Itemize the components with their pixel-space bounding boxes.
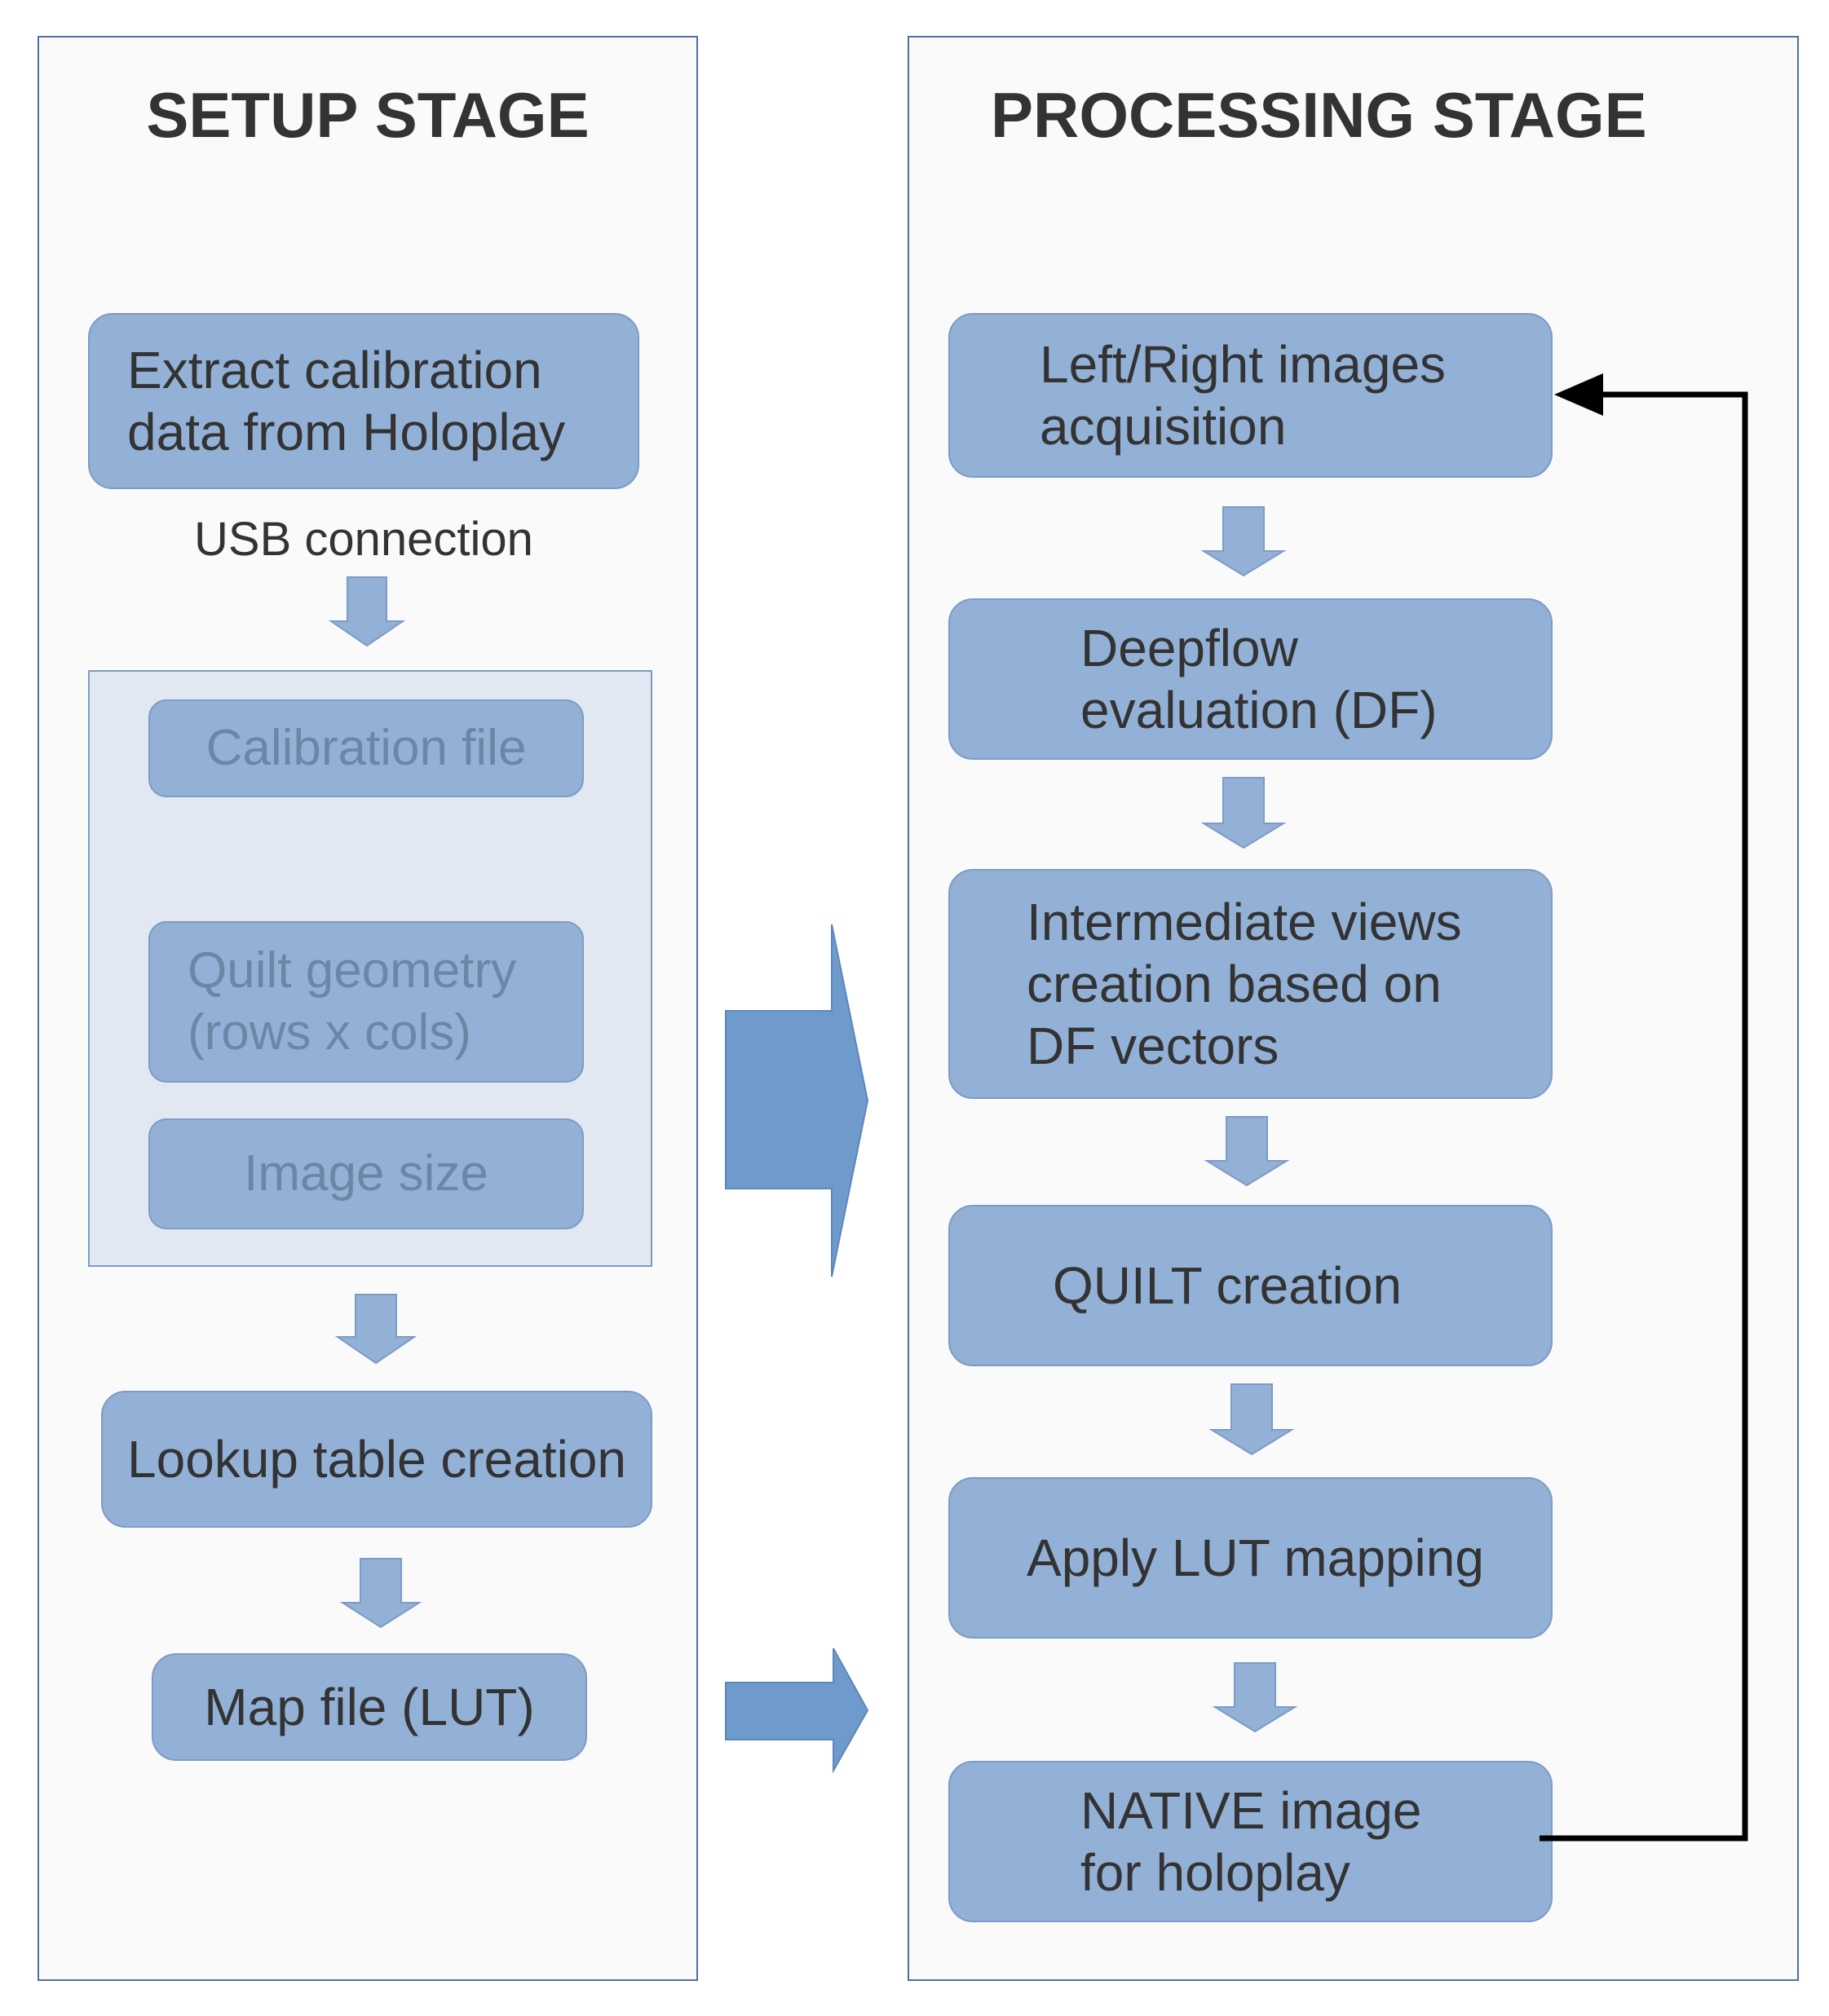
step-image-acquisition: Left/Right images acquisition	[948, 313, 1553, 478]
down-arrow-step-1-to-2	[1200, 506, 1287, 577]
processing-stage-title: PROCESSING STAGE	[991, 79, 1647, 151]
step-image-acquisition-label: Left/Right images acquisition	[1040, 335, 1447, 456]
calibration-file-box: Calibration file	[148, 699, 584, 797]
step-quilt-creation-label: QUILT creation	[1053, 1256, 1403, 1315]
map-file-label: Map file (LUT)	[204, 1678, 535, 1736]
extract-calibration-box: Extract calibration data from Holoplay	[88, 313, 639, 489]
step-deepflow-evaluation-label: Deepflow evaluation (DF)	[1080, 619, 1438, 739]
lookup-table-label: Lookup table creation	[127, 1430, 626, 1489]
down-arrow-step-5-to-6	[1212, 1662, 1298, 1733]
extract-calibration-label: Extract calibration data from Holoplay	[127, 341, 566, 461]
quilt-geometry-box: Quilt geometry (rows x cols)	[148, 921, 584, 1083]
down-arrow-lookup-to-map	[339, 1558, 422, 1629]
down-arrow-step-2-to-3	[1200, 777, 1287, 849]
down-arrow-step-3-to-4	[1204, 1116, 1290, 1187]
step-deepflow-evaluation: Deepflow evaluation (DF)	[948, 598, 1553, 760]
arrow-map-file-to-processing	[725, 1648, 869, 1774]
lookup-table-box: Lookup table creation	[101, 1391, 652, 1528]
map-file-box: Map file (LUT)	[152, 1653, 587, 1761]
image-size-label: Image size	[244, 1145, 488, 1202]
step-native-image-label: NATIVE image for holoplay	[1080, 1781, 1422, 1902]
down-arrow-group-to-lookup	[334, 1294, 417, 1365]
step-apply-lut-label: Apply LUT mapping	[1027, 1529, 1484, 1587]
step-native-image: NATIVE image for holoplay	[948, 1761, 1553, 1922]
setup-stage-title: SETUP STAGE	[146, 79, 590, 151]
image-size-box: Image size	[148, 1118, 584, 1229]
usb-connection-label: USB connection	[194, 513, 533, 566]
step-apply-lut: Apply LUT mapping	[948, 1477, 1553, 1639]
big-arrow-setup-to-processing	[725, 924, 869, 1277]
down-arrow-step-4-to-5	[1208, 1383, 1295, 1456]
down-arrow-usb	[328, 576, 406, 647]
step-intermediate-views: Intermediate views creation based on DF …	[948, 869, 1553, 1099]
step-intermediate-views-label: Intermediate views creation based on DF …	[1027, 893, 1462, 1075]
feedback-loop-arrow	[1540, 373, 1748, 1842]
step-quilt-creation: QUILT creation	[948, 1205, 1553, 1366]
quilt-geometry-label: Quilt geometry (rows x cols)	[188, 942, 517, 1061]
calibration-file-label: Calibration file	[205, 720, 527, 776]
